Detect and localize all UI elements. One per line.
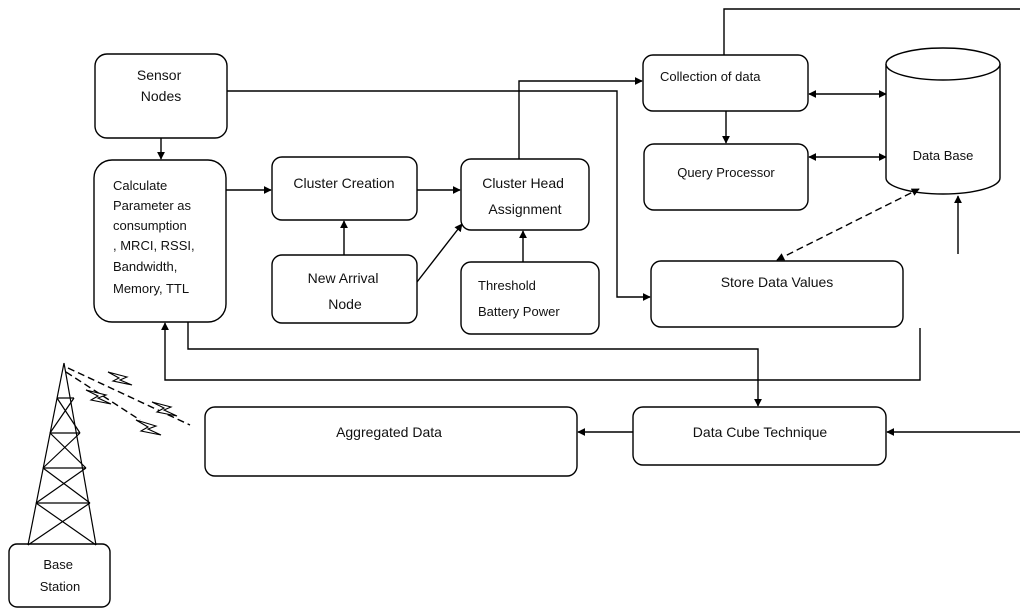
cluster-head-assignment-label: Cluster Head Assignment [482,175,568,217]
threshold-battery-power-label: Threshold Battery Power [478,278,560,319]
collection-of-data-box: Collection of data [642,54,809,112]
connector-lines [157,8,1020,436]
data-cube-technique-box: Data Cube Technique [632,406,887,466]
calculate-parameters-label: Calculate Parameter as consumption , MRC… [113,178,198,296]
base-station-box: Base Station [8,543,111,608]
new-arrival-node-label: New Arrival Node [308,270,383,312]
store-data-values-box: Store Data Values [650,260,904,328]
cluster-creation-box: Cluster Creation [271,156,418,221]
sensor-nodes-label: Sensor Nodes [137,67,185,104]
new-arrival-node-box: New Arrival Node [271,254,418,324]
sensor-nodes-box: Sensor Nodes [94,53,228,139]
data-cube-technique-label: Data Cube Technique [693,424,828,440]
cluster-creation-label: Cluster Creation [293,175,394,191]
wireless-signal-icon [65,367,191,436]
cluster-head-assignment-box: Cluster Head Assignment [460,158,590,231]
calculate-parameters-box: Calculate Parameter as consumption , MRC… [93,159,227,323]
aggregated-data-label: Aggregated Data [336,424,442,440]
threshold-battery-power-box: Threshold Battery Power [460,261,600,335]
query-processor-box: Query Processor [643,143,809,211]
collection-of-data-label: Collection of data [660,69,761,84]
transmission-tower-icon [27,362,97,546]
aggregated-data-box: Aggregated Data [204,406,578,477]
query-processor-label: Query Processor [677,165,775,180]
data-base-label: Data Base [913,148,974,163]
store-data-values-label: Store Data Values [721,274,834,290]
base-station-label: Base Station [40,557,80,594]
data-base-cylinder: Data Base [885,47,1001,195]
